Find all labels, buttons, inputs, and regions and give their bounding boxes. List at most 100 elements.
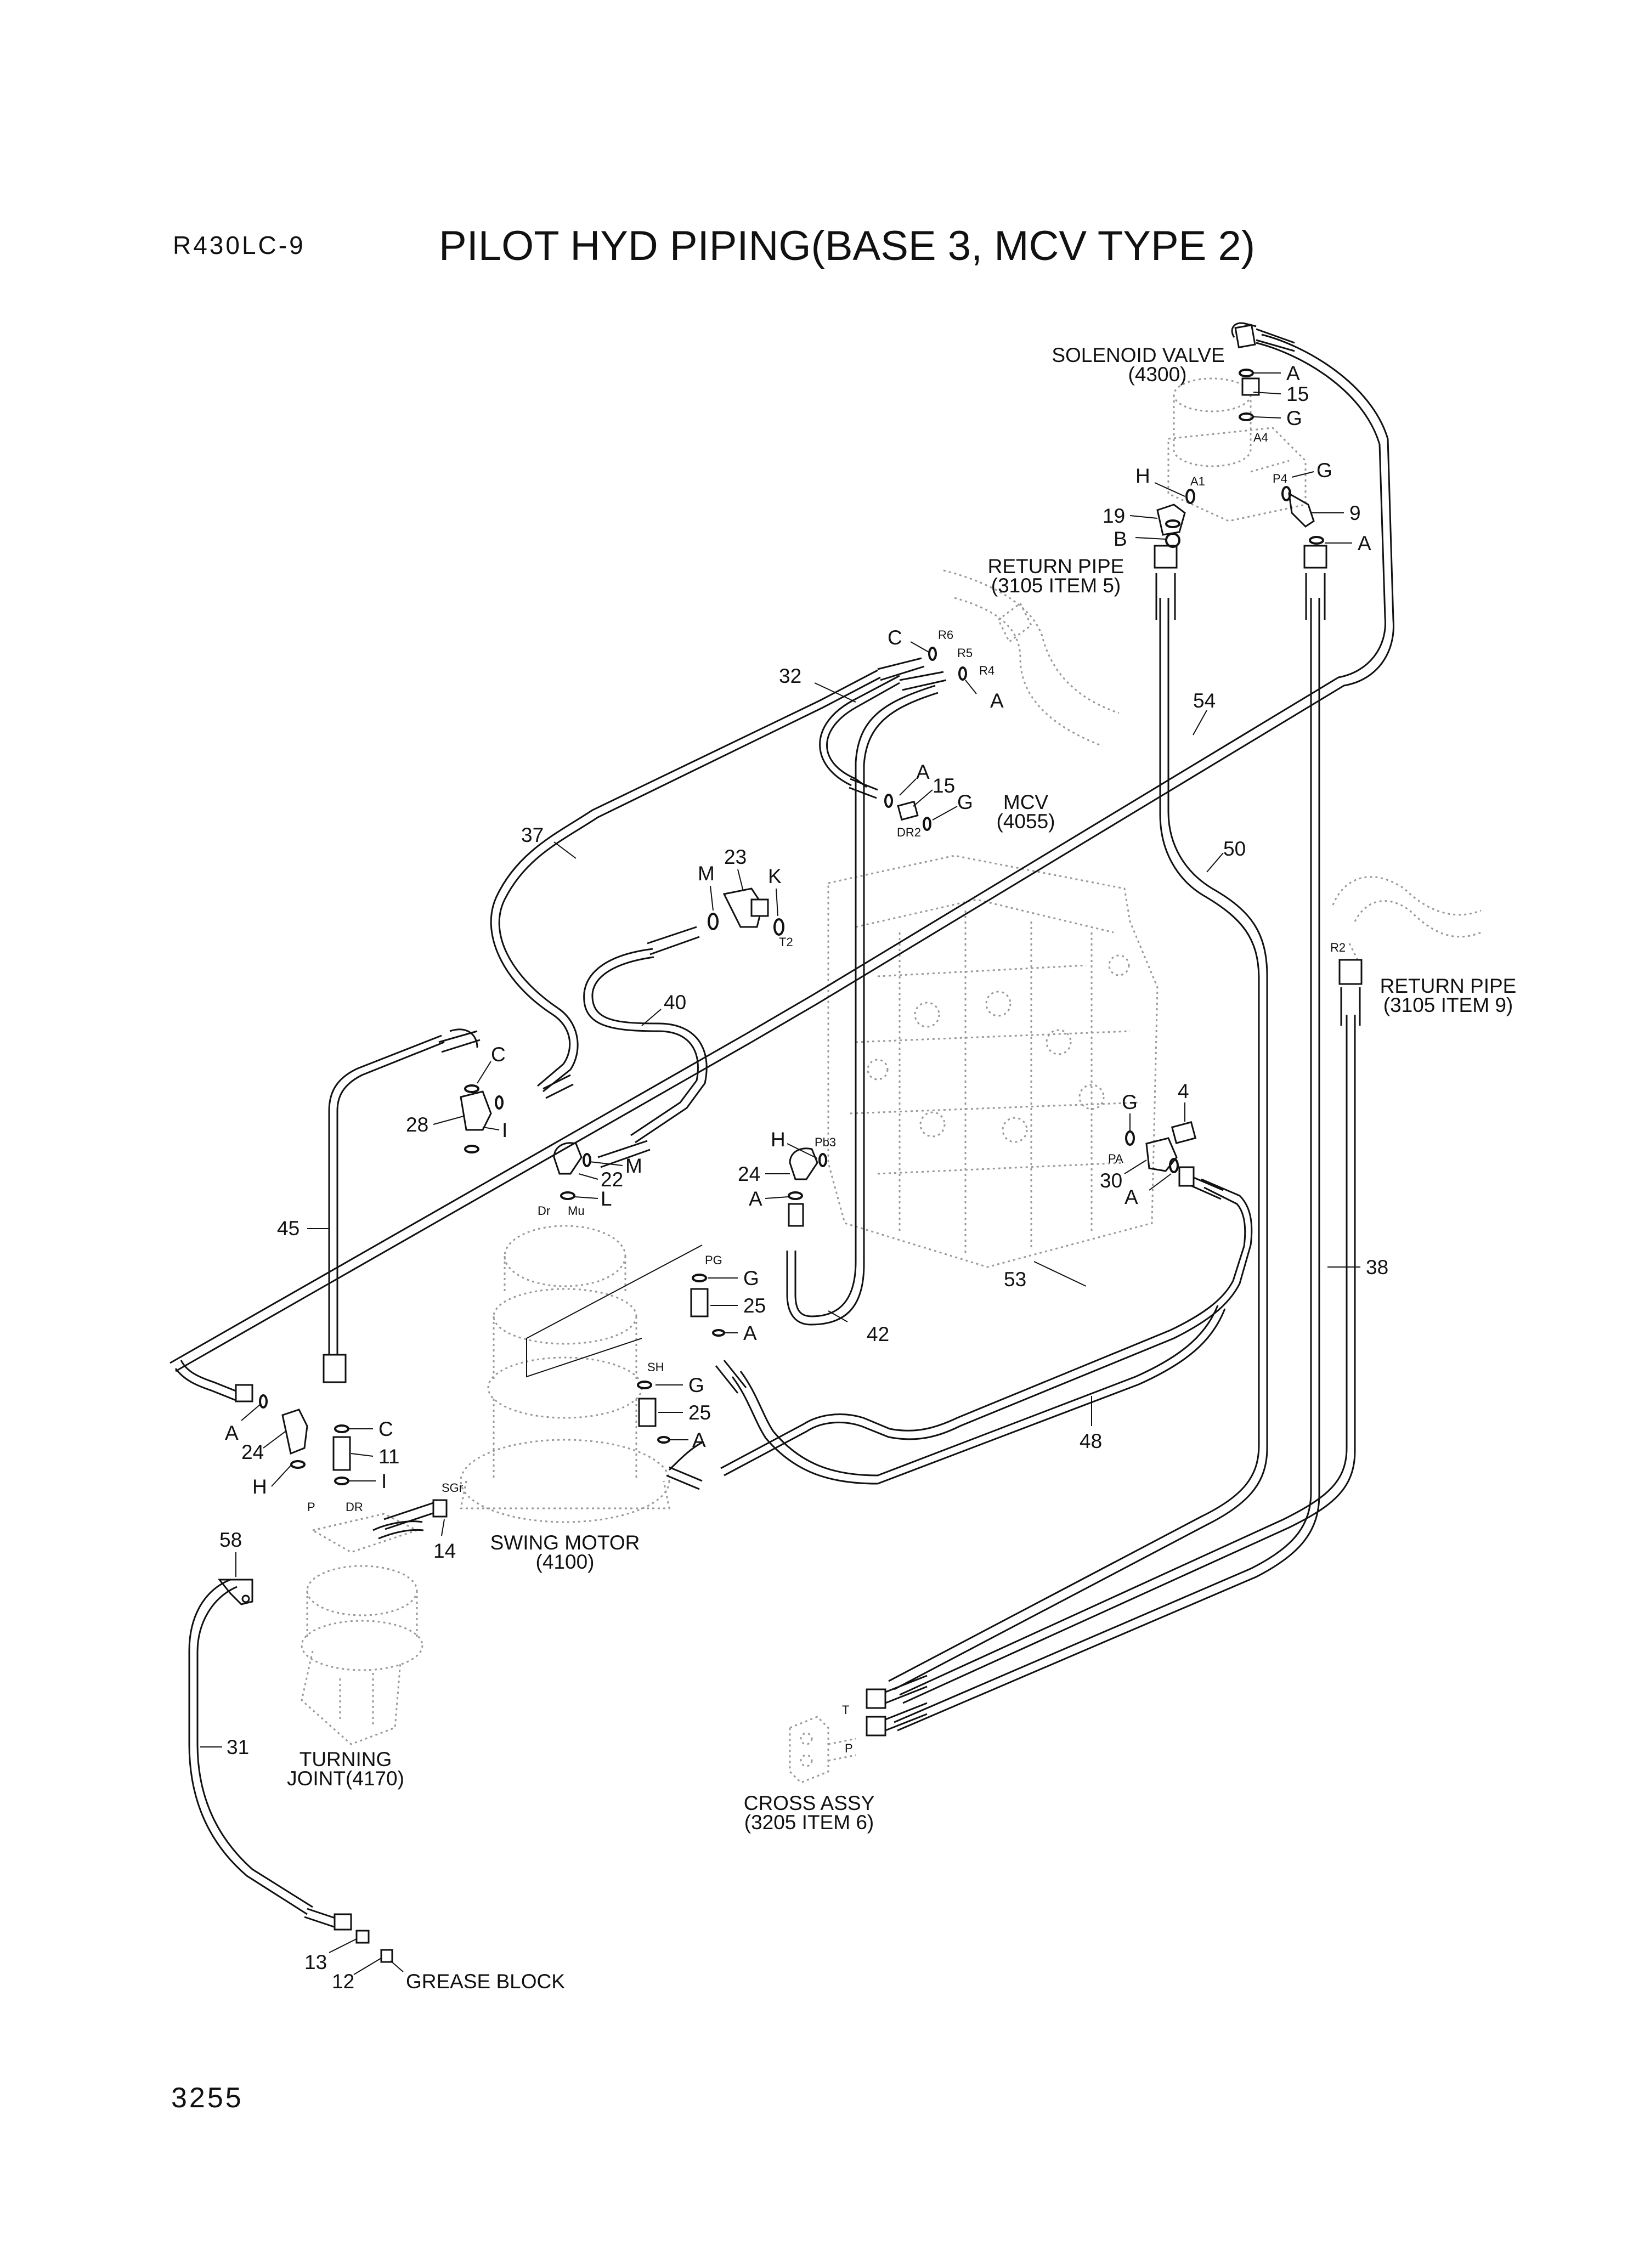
port-label: T	[842, 1703, 849, 1717]
swing-motor-ref: (4100)	[536, 1551, 595, 1573]
part-callout: 23	[724, 846, 747, 868]
fitting-motor-sh	[715, 1360, 747, 1394]
part-callout: H	[1135, 465, 1150, 487]
turning-joint-label: TURNING	[300, 1748, 392, 1771]
part-callout: 15	[933, 774, 955, 797]
part-callout: A	[692, 1429, 706, 1451]
part-callout: 40	[664, 991, 686, 1014]
part-callout: 58	[219, 1529, 242, 1551]
return-pipe-5-ref: (3105 ITEM 5)	[991, 574, 1121, 597]
turning-joint-outline	[301, 1513, 423, 1745]
hose-32	[819, 675, 900, 788]
hose-45	[328, 1034, 445, 1360]
elbow-24-left	[281, 1409, 308, 1455]
component-labels: SOLENOID VALVE (4300) RETURN PIPE (3105 …	[287, 344, 1516, 1993]
fitting-solenoid-top	[1234, 324, 1295, 352]
fitting-cross	[866, 1675, 928, 1737]
hose-54	[169, 322, 1394, 1372]
part-callout: B	[1114, 528, 1127, 550]
hose-37	[490, 669, 881, 1093]
port-label: A1	[1190, 474, 1205, 488]
part-callout: G	[688, 1374, 704, 1396]
part-callout: 45	[277, 1217, 300, 1240]
part-callout: A	[990, 689, 1004, 712]
part-callout: 48	[1080, 1430, 1102, 1452]
part-callout: A	[1286, 362, 1300, 384]
part-callout: M	[698, 862, 715, 885]
part-callout: 32	[779, 665, 801, 687]
tee-28	[460, 1090, 492, 1131]
mcv-outline	[827, 855, 1159, 1268]
adapter-15-mcv	[897, 800, 919, 821]
part-callout: A	[749, 1187, 762, 1210]
fitting-11	[332, 1436, 351, 1471]
part-callout: 13	[304, 1951, 327, 1973]
part-callout: 31	[227, 1736, 249, 1758]
fitting-sgr	[383, 1499, 448, 1530]
part-callout: A	[225, 1422, 239, 1444]
port-label: P4	[1273, 472, 1287, 485]
part-callout: L	[601, 1187, 612, 1210]
hose-31	[188, 1579, 313, 1915]
adapter-25-upper	[690, 1288, 709, 1317]
part-callout: C	[491, 1043, 506, 1066]
part-callout: A	[916, 761, 930, 783]
fitting-left-a	[174, 1360, 253, 1402]
fitting-31-bottom	[304, 1908, 393, 1963]
part-callout: 12	[332, 1970, 354, 1993]
part-callout: 9	[1349, 502, 1361, 524]
port-label: DR	[346, 1500, 363, 1514]
fitting-r2-drop	[1338, 959, 1363, 1026]
cross-assy-outline	[789, 1716, 856, 1784]
hose-50	[888, 598, 1268, 1690]
part-callout: 22	[601, 1168, 623, 1191]
swing-motor-label: SWING MOTOR	[490, 1531, 640, 1554]
part-callout: 14	[433, 1540, 456, 1562]
return-pipe-5-outline	[943, 569, 1120, 747]
cross-assy-ref: (3205 ITEM 6)	[744, 1811, 874, 1834]
part-callout: A	[1358, 532, 1371, 555]
fitting-motor-a	[666, 1466, 703, 1490]
fitting-left-c	[438, 1028, 481, 1053]
port-label: Pb3	[815, 1135, 836, 1149]
hose-40	[583, 948, 708, 1144]
port-label: R2	[1330, 941, 1346, 954]
port-label: SGr	[442, 1481, 463, 1495]
mcv-label: MCV	[1003, 791, 1049, 813]
part-callout: 54	[1193, 689, 1216, 712]
part-callout: 24	[738, 1163, 760, 1185]
part-callout: 38	[1366, 1256, 1388, 1279]
port-label: Mu	[568, 1204, 585, 1218]
part-callout: I	[381, 1470, 387, 1492]
part-callout: M	[625, 1155, 642, 1177]
hose-48	[731, 1305, 1226, 1485]
mcv-ref: (4055)	[997, 810, 1055, 833]
adapter-25-lower	[638, 1398, 657, 1427]
part-callout: G	[743, 1267, 759, 1289]
port-label: PA	[1108, 1152, 1123, 1166]
turning-joint-ref: JOINT(4170)	[287, 1767, 404, 1790]
component-outlines	[301, 377, 1482, 1784]
clamp-58	[217, 1579, 253, 1605]
part-callout: 50	[1223, 838, 1246, 860]
o-rings	[259, 369, 1324, 1485]
elbow-9	[1288, 492, 1315, 528]
return-pipe-9-label: RETURN PIPE	[1380, 975, 1517, 997]
fitting-p4-drop	[1303, 545, 1327, 620]
part-callouts: A 15 G H G 19 9 B A C A 32 54 A 15 G 37 …	[200, 362, 1388, 1993]
part-callout: 25	[688, 1401, 711, 1424]
elbow-24-mcv	[788, 1147, 818, 1227]
port-label: A4	[1253, 431, 1268, 444]
port-label: P	[307, 1500, 315, 1514]
diagram-title: PILOT HYD PIPING(BASE 3, MCV TYPE 2)	[439, 223, 1256, 269]
model-number: R430LC-9	[173, 231, 306, 259]
port-label: Dr	[538, 1204, 550, 1218]
hose-lines	[169, 322, 1394, 1915]
part-callout: K	[768, 865, 782, 887]
fitting-45-bottom	[323, 1354, 347, 1383]
adapter-4	[1171, 1121, 1197, 1144]
part-callout: 4	[1178, 1080, 1189, 1102]
cross-assy-label: CROSS ASSY	[744, 1792, 875, 1814]
